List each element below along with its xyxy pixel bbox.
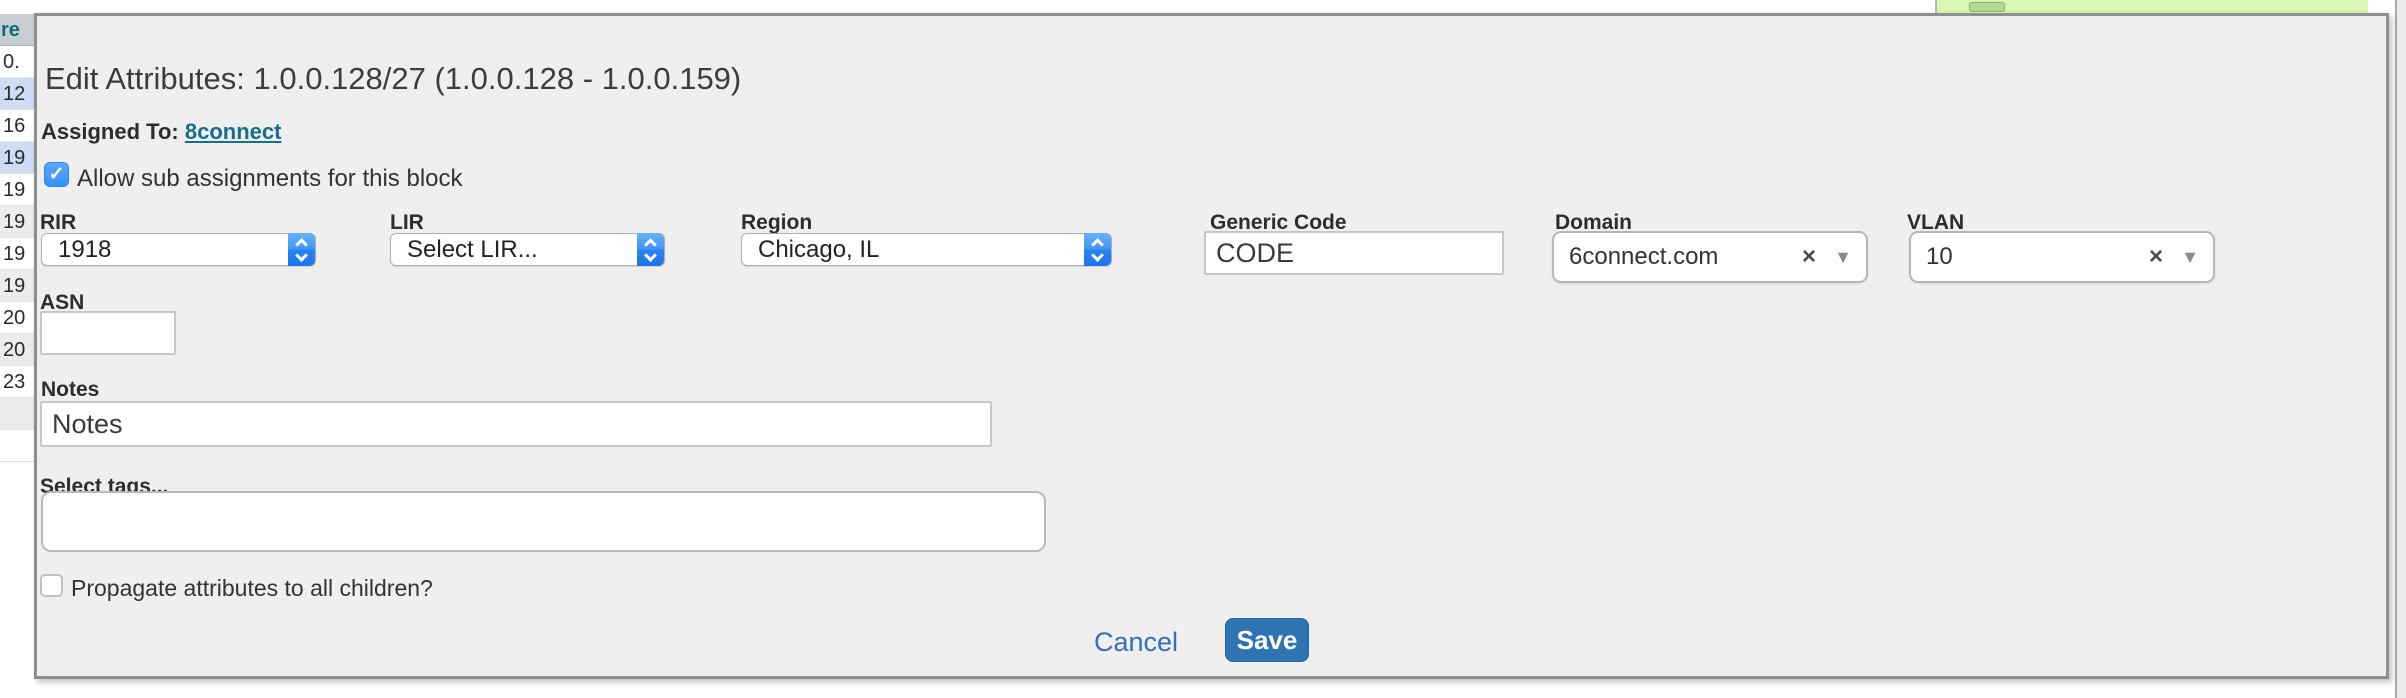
assigned-to-link[interactable]: 8connect <box>184 119 282 144</box>
rir-select-value: 1918 <box>58 236 112 263</box>
vlan-value: 10 <box>1926 243 1953 270</box>
clear-icon[interactable]: × <box>2148 243 2163 270</box>
domain-combobox[interactable]: 6connect.com × ▼ <box>1552 231 1868 283</box>
lir-select[interactable]: Select LIR... <box>390 233 665 266</box>
notes-label: Notes <box>41 378 100 401</box>
cancel-button[interactable]: Cancel <box>1094 627 1179 657</box>
background-table: re 0. 12 16 19 19 19 19 19 20 20 23 <box>0 14 34 462</box>
asn-label: ASN <box>40 291 85 314</box>
table-row <box>0 398 34 430</box>
vlan-label: VLAN <box>1907 211 1965 234</box>
table-row: 19 <box>0 142 34 174</box>
table-row: 19 <box>0 238 34 270</box>
notification-button[interactable] <box>1969 2 2005 12</box>
lir-select-value: Select LIR... <box>407 236 538 263</box>
lir-label: LIR <box>390 211 424 234</box>
select-stepper-icon <box>1084 233 1111 266</box>
modal-title: Edit Attributes: 1.0.0.128/27 (1.0.0.128… <box>45 61 742 96</box>
table-row: 16 <box>0 110 34 142</box>
table-row: 0. <box>0 46 34 78</box>
domain-value: 6connect.com <box>1569 243 1719 270</box>
region-select-value: Chicago, IL <box>758 236 880 263</box>
asn-input[interactable] <box>40 311 176 355</box>
table-row: 20 <box>0 334 34 366</box>
assigned-to-line: Assigned To: 8connect <box>41 119 281 145</box>
table-row <box>0 430 34 462</box>
background-table-header: re <box>0 14 34 46</box>
table-row: 20 <box>0 302 34 334</box>
generic-code-label: Generic Code <box>1210 211 1347 234</box>
table-row: 23 <box>0 366 34 398</box>
assigned-to-label: Assigned To: <box>41 119 179 144</box>
propagate-checkbox[interactable] <box>40 574 63 597</box>
scrollbar[interactable] <box>2395 0 2406 698</box>
allow-sub-label: Allow sub assignments for this block <box>77 165 463 192</box>
region-label: Region <box>741 211 813 234</box>
chevron-down-icon[interactable]: ▼ <box>2181 247 2199 267</box>
notification-bar <box>1935 0 2368 13</box>
chevron-down-icon[interactable]: ▼ <box>1834 247 1852 267</box>
allow-sub-checkbox[interactable]: ✓ <box>44 162 69 187</box>
rir-select[interactable]: 1918 <box>41 233 316 266</box>
table-row: 19 <box>0 270 34 302</box>
select-stepper-icon <box>637 233 664 266</box>
generic-code-input[interactable] <box>1204 231 1504 275</box>
clear-icon[interactable]: × <box>1801 243 1816 270</box>
save-button[interactable]: Save <box>1225 618 1309 662</box>
table-row: 19 <box>0 206 34 238</box>
propagate-label: Propagate attributes to all children? <box>71 575 433 601</box>
domain-label: Domain <box>1555 211 1633 234</box>
notes-input[interactable] <box>40 401 992 447</box>
vlan-combobox[interactable]: 10 × ▼ <box>1909 231 2215 283</box>
tags-input[interactable] <box>41 491 1046 552</box>
region-select[interactable]: Chicago, IL <box>741 233 1112 266</box>
table-row: 19 <box>0 174 34 206</box>
edit-attributes-modal: Edit Attributes: 1.0.0.128/27 (1.0.0.128… <box>34 13 2389 679</box>
select-stepper-icon <box>288 233 315 266</box>
table-row: 12 <box>0 78 34 110</box>
rir-label: RIR <box>40 211 77 234</box>
